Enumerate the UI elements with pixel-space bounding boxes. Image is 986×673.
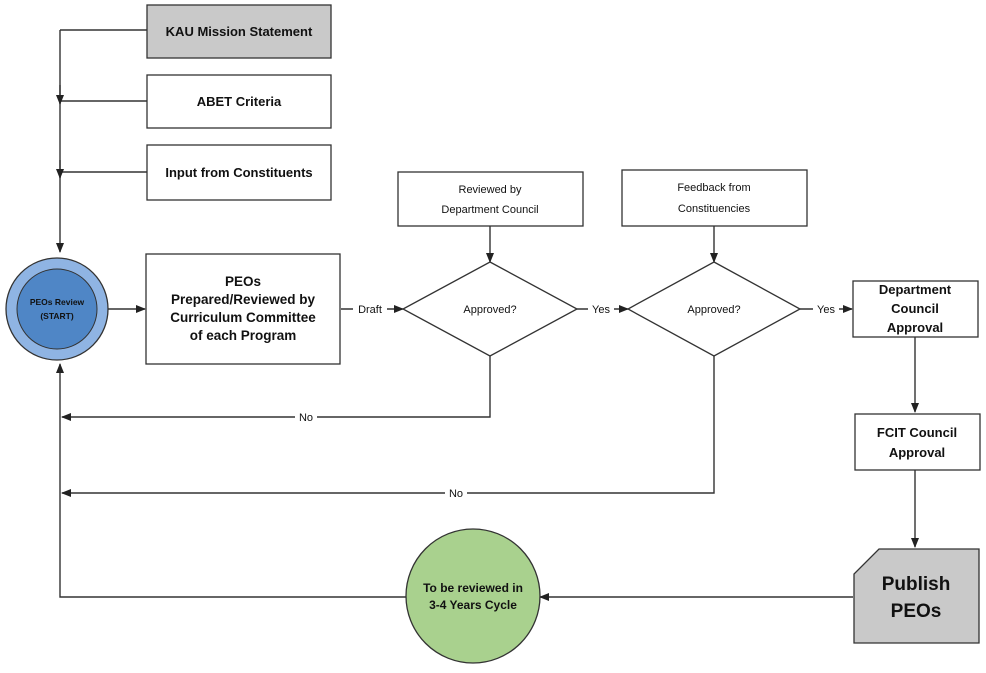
approved-1-label: Approved? xyxy=(463,304,516,316)
abet-criteria-label: ABET Criteria xyxy=(197,94,282,109)
node-publish-peos: Publish PEOs xyxy=(853,548,980,644)
edge-label-no-1: No xyxy=(299,412,313,424)
node-input-constituents: Input from Constituents xyxy=(146,144,332,201)
kau-mission-label: KAU Mission Statement xyxy=(166,24,313,39)
reviewed-by-line-2: Department Council xyxy=(441,204,538,216)
publish-line-1: Publish xyxy=(882,574,951,595)
node-peos-review-start: PEOs Review (START) xyxy=(5,257,109,361)
connectors xyxy=(56,29,919,601)
node-review-cycle: To be reviewed in 3-4 Years Cycle xyxy=(405,528,541,664)
reviewed-by-line-1: Reviewed by xyxy=(459,184,522,196)
fcit-approval-line-1: FCIT Council xyxy=(877,425,957,440)
dept-approval-line-2: Council xyxy=(891,301,939,316)
edge-label-yes-2: Yes xyxy=(817,304,835,316)
node-peos-prepared: PEOs Prepared/Reviewed by Curriculum Com… xyxy=(145,253,341,365)
connector-no-1 xyxy=(61,356,491,421)
edge-label-no-2: No xyxy=(449,488,463,500)
feedback-line-1: Feedback from xyxy=(677,182,750,194)
feedback-line-2: Constituencies xyxy=(678,203,751,215)
review-cycle-line-1: To be reviewed in xyxy=(423,581,523,595)
edge-label-draft: Draft xyxy=(358,304,382,316)
connector-no-2 xyxy=(61,356,715,497)
dept-approval-line-1: Department xyxy=(879,282,952,297)
peos-prepared-line-4: of each Program xyxy=(190,328,297,343)
dept-approval-line-3: Approval xyxy=(887,320,943,335)
approved-2-label: Approved? xyxy=(687,304,740,316)
peos-review-label: PEOs Review xyxy=(30,297,85,307)
review-cycle-line-2: 3-4 Years Cycle xyxy=(429,598,517,612)
edge-labels: Draft Yes Yes No No xyxy=(295,302,839,500)
decision-approved-2: Approved? xyxy=(626,261,802,357)
node-reviewed-by: Reviewed by Department Council xyxy=(397,171,584,227)
peos-prepared-line-2: Prepared/Reviewed by xyxy=(171,292,316,307)
peos-review-start-label: (START) xyxy=(40,311,74,321)
peos-prepared-line-3: Curriculum Committee xyxy=(170,310,316,325)
node-abet-criteria: ABET Criteria xyxy=(146,74,332,129)
input-constituents-label: Input from Constituents xyxy=(165,165,312,180)
connector-cycle-to-start xyxy=(56,363,406,598)
node-kau-mission: KAU Mission Statement xyxy=(146,4,332,59)
fcit-approval-line-2: Approval xyxy=(889,445,945,460)
node-fcit-council-approval: FCIT Council Approval xyxy=(854,413,981,471)
peos-prepared-line-1: PEOs xyxy=(225,274,261,289)
node-dept-council-approval: Department Council Approval xyxy=(852,280,979,338)
node-feedback: Feedback from Constituencies xyxy=(621,169,808,227)
decision-approved-1: Approved? xyxy=(401,261,579,357)
edge-label-yes-1: Yes xyxy=(592,304,610,316)
publish-line-2: PEOs xyxy=(891,601,942,622)
